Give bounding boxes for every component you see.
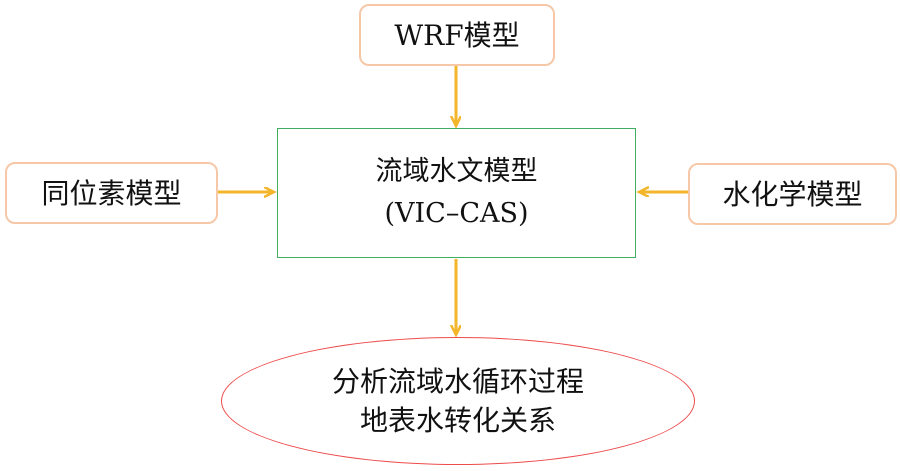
wrf-model-label: WRF模型: [394, 18, 520, 52]
analysis-result-ellipse: 分析流域水循环过程 地表水转化关系: [221, 337, 695, 465]
isotope-model-box: 同位素模型: [5, 162, 218, 224]
analysis-result-line1: 分析流域水循环过程: [331, 365, 584, 398]
watershed-hydrology-model-title: 流域水文模型: [375, 156, 538, 188]
wrf-model-box: WRF模型: [359, 4, 555, 66]
hydrochemistry-model-box: 水化学模型: [688, 163, 897, 225]
isotope-model-label: 同位素模型: [41, 176, 182, 210]
watershed-hydrology-model-subtitle: (VIC–CAS): [384, 198, 529, 229]
hydrochemistry-model-label: 水化学模型: [722, 177, 863, 211]
watershed-hydrology-model-box: 流域水文模型 (VIC–CAS): [277, 128, 636, 258]
analysis-result-line2: 地表水转化关系: [359, 404, 556, 437]
